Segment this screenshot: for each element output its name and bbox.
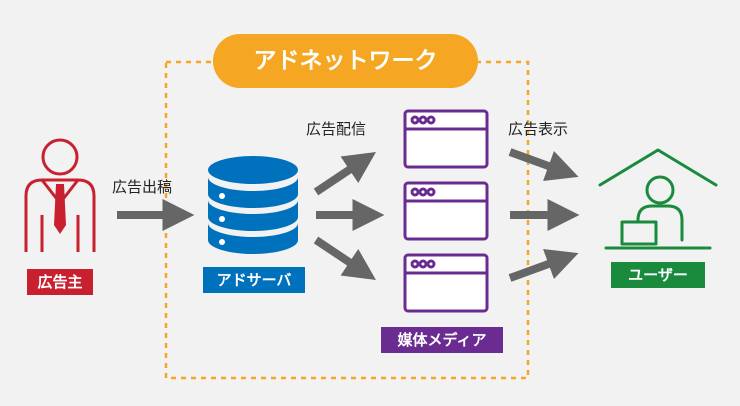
businessman-icon — [24, 138, 96, 252]
arrow-display-top — [508, 148, 579, 182]
browser-window-icon — [403, 253, 489, 313]
display-label: 広告表示 — [508, 120, 569, 138]
media-tag: 媒体メディア — [381, 327, 503, 353]
browser-window-icon — [403, 181, 489, 241]
submit-label: 広告出稿 — [112, 178, 173, 196]
delivery-label: 広告配信 — [306, 120, 367, 138]
user-tag: ユーザー — [611, 262, 705, 288]
network-title: アドネットワーク — [213, 34, 478, 88]
arrow-display-bottom — [508, 248, 579, 282]
arrow-delivery-top — [313, 152, 376, 196]
arrow-delivery-bottom — [313, 236, 376, 280]
database-icon — [208, 156, 298, 254]
advertiser-tag: 広告主 — [27, 269, 93, 295]
house-user-icon — [598, 148, 718, 250]
ad-server-tag: アドサーバ — [203, 267, 305, 293]
browser-window-icon — [403, 109, 489, 169]
